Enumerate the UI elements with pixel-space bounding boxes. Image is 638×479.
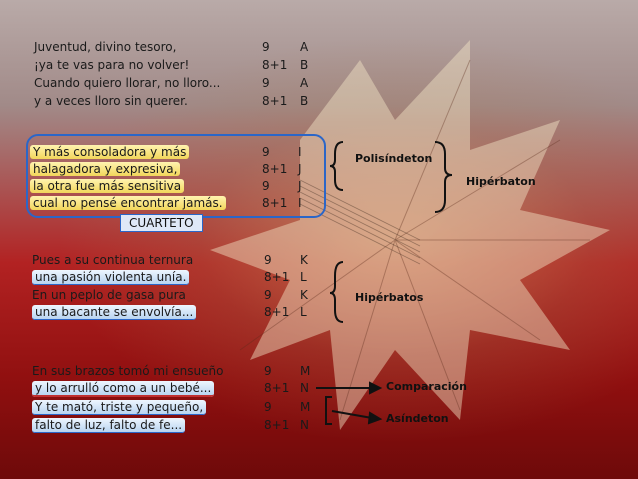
stanza2-rhyme4: I (298, 196, 302, 210)
stanza2-meter2: 8+1 (262, 162, 288, 176)
stanza3-line2: una pasión violenta unía. (32, 270, 190, 285)
stanza4-meter4: 8+1 (264, 418, 290, 432)
note-hiperbaton: Hipérbaton (466, 175, 536, 188)
stanza3-rhyme4: L (300, 305, 307, 319)
stanza3-rhyme1: K (300, 253, 308, 267)
hiperbaton-brace (434, 141, 453, 213)
stanza1-meter3: 9 (262, 76, 270, 90)
stanza4-meter1: 9 (264, 364, 272, 378)
stanza4-line3: Y te mató, triste y pequeño, (32, 400, 207, 415)
stanza1-meter1: 9 (262, 40, 270, 54)
stanza1-line1: Juventud, divino tesoro, (34, 40, 177, 54)
stanza3-line1: Pues a su continua ternura (32, 253, 194, 267)
asindeton-arrow (331, 410, 373, 419)
stanza2-rhyme2: J (298, 162, 302, 176)
stanza3-meter1: 9 (264, 253, 272, 267)
stanza4-rhyme1: M (300, 364, 311, 378)
stanza3-line4: una bacante se envolvía... (32, 305, 197, 320)
stanza2-line3: la otra fue más sensitiva (30, 179, 185, 193)
stanza1-line2: ¡ya te vas para no volver! (34, 58, 190, 72)
cuarteto-label: CUARTETO (120, 214, 203, 232)
stanza3-rhyme3: K (300, 288, 308, 302)
stanza3-rhyme2: L (300, 270, 307, 284)
stanza1-meter2: 8+1 (262, 58, 288, 72)
stanza2-rhyme1: I (298, 145, 302, 159)
stanza1-rhyme4: B (300, 94, 309, 108)
stanza2-meter1: 9 (262, 145, 270, 159)
stanza3-line3: En un peplo de gasa pura (32, 288, 186, 302)
polisindeton-brace (329, 141, 344, 191)
stanza1-line4: y a veces lloro sin querer. (34, 94, 188, 108)
stanza4-rhyme4: N (300, 418, 309, 432)
stanza2-line1: Y más consoladora y más (30, 145, 190, 159)
stanza2-rhyme3: J (298, 179, 302, 193)
note-hiperbatos: Hipérbatos (355, 291, 424, 304)
stanza2-meter4: 8+1 (262, 196, 288, 210)
note-polisindeton: Polisíndeton (355, 152, 433, 165)
small-bracket-stanza4 (325, 396, 332, 425)
stanza2-meter3: 9 (262, 179, 270, 193)
stanza3-meter4: 8+1 (264, 305, 290, 319)
stanza1-rhyme1: A (300, 40, 309, 54)
stanza4-meter2: 8+1 (264, 381, 290, 395)
stanza1-rhyme3: A (300, 76, 309, 90)
stanza4-line1: En sus brazos tomó mi ensueño (32, 364, 224, 378)
stanza4-line2: y lo arrulló como a un bebé... (32, 381, 215, 397)
stanza3-meter3: 9 (264, 288, 272, 302)
stanza4-line4: falto de luz, falto de fe... (32, 418, 186, 433)
stanza1-rhyme2: B (300, 58, 309, 72)
stanza4-meter3: 9 (264, 400, 272, 414)
stanza3-meter2: 8+1 (264, 270, 290, 284)
stanza4-rhyme2: N (300, 381, 309, 395)
hiperbatos-brace (329, 261, 344, 323)
stanza2-line4: cual no pensé encontrar jamás. (30, 196, 226, 210)
note-comparacion: Comparación (386, 380, 467, 393)
stanza4-rhyme3: M (300, 400, 311, 414)
stanza1-meter4: 8+1 (262, 94, 288, 108)
note-asindeton: Asíndeton (386, 412, 449, 425)
stanza1-line3: Cuando quiero llorar, no lloro... (34, 76, 221, 90)
stanza2-line2: halagadora y expresiva, (30, 162, 181, 176)
